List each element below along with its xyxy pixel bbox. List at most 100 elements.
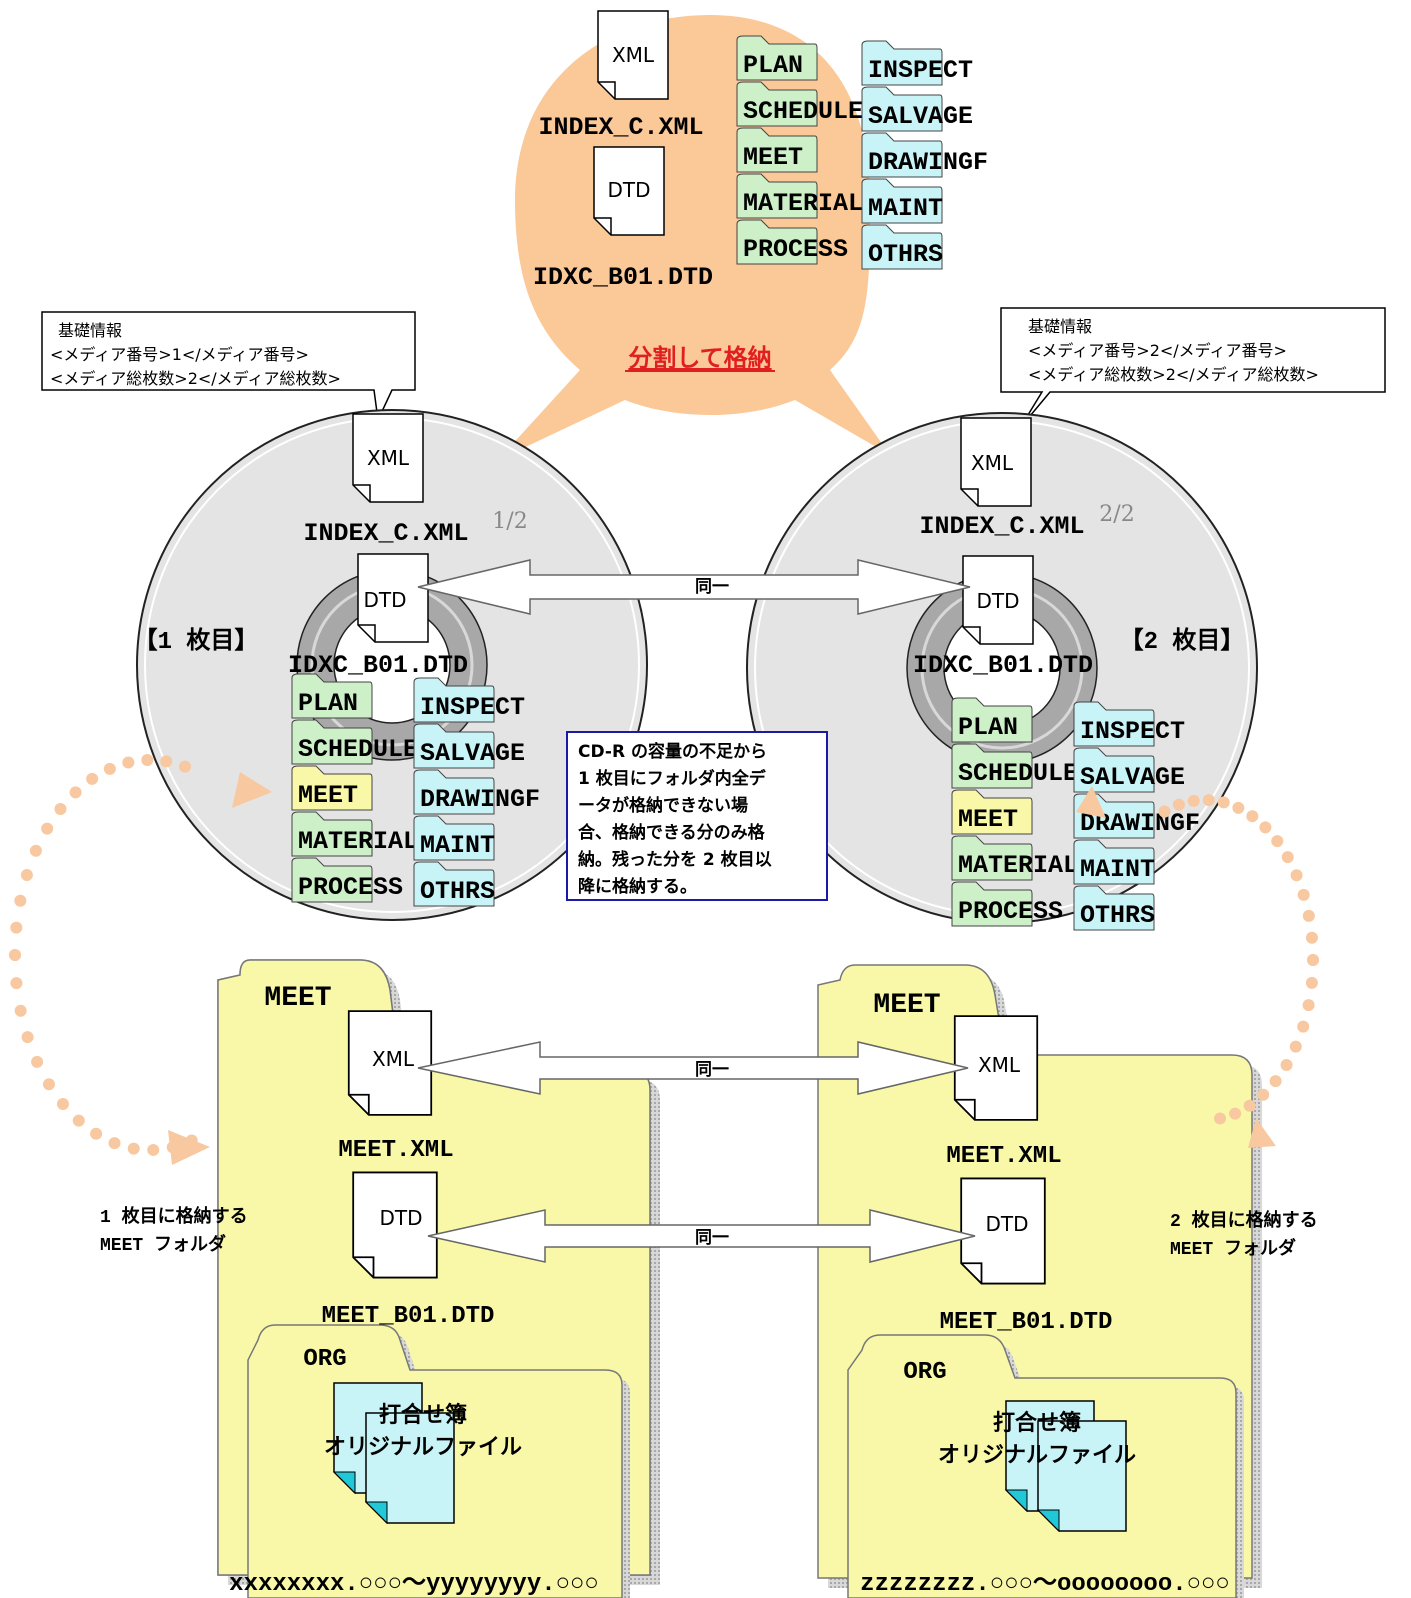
- disc2-left-folder-label-meet: MEET: [958, 805, 1018, 834]
- connector-dot: [69, 786, 82, 799]
- connector-dot: [1280, 1058, 1293, 1071]
- connector-dot: [122, 756, 135, 769]
- top-left-folder-label-material: MATERIAL: [743, 189, 863, 218]
- connector-dot: [160, 755, 173, 768]
- meet2-side-line2: MEET フォルダ: [1170, 1237, 1296, 1260]
- callout1-line1: 基礎情報: [58, 321, 122, 340]
- disc2-left-folder-label-plan: PLAN: [958, 713, 1018, 742]
- disc2-label: 【2 枚目】: [1120, 626, 1245, 656]
- meet1-doc-icon-front: [365, 1412, 455, 1524]
- connector-dot: [108, 1137, 121, 1150]
- disc2-right-folder-label-inspect: INSPECT: [1080, 717, 1185, 746]
- top-xml-icon-label: XML: [612, 43, 655, 67]
- disc2-fraction: 2/2: [1099, 502, 1134, 527]
- connector-dot: [14, 894, 27, 907]
- disc1-left-folder-label-schedule: SCHEDULE: [298, 735, 418, 764]
- connector-dot: [1202, 794, 1215, 807]
- disc1-dtd-filename: IDXC_B01.DTD: [288, 651, 468, 680]
- connector-dot: [1214, 1112, 1227, 1125]
- meet2-doc-line2: オリジナルファイル: [938, 1444, 1136, 1469]
- dots-right-arrowhead-top: [1076, 786, 1106, 818]
- meet2-xml-filename: MEET.XML: [946, 1143, 1061, 1170]
- disc1-right-folder-label-othrs: OTHRS: [420, 877, 495, 906]
- connector-dot: [1297, 1020, 1310, 1033]
- disc2-xml-icon-label: XML: [971, 451, 1014, 475]
- connector-dot: [1217, 796, 1230, 809]
- dots-right-arrowhead-bottom: [1248, 1118, 1276, 1148]
- note-line: ータが格納できない場: [578, 796, 748, 816]
- connector-dot: [1271, 835, 1284, 848]
- connector-dot: [29, 844, 42, 857]
- meet2-title: MEET: [873, 990, 940, 1021]
- meet1-title: MEET: [264, 983, 331, 1014]
- meet2-doc-icon-front: [1037, 1420, 1127, 1532]
- connector-dot: [1302, 909, 1315, 922]
- meet2-side-line1: 2 枚目に格納する: [1170, 1209, 1318, 1232]
- disc1-left-folder-label-plan: PLAN: [298, 689, 358, 718]
- meet2-doc-line1: 打合せ簿: [993, 1410, 1081, 1437]
- connector-dot: [1302, 999, 1315, 1012]
- top-right-folder-label-othrs: OTHRS: [868, 240, 943, 269]
- disc1-folder-stack: PLANSCHEDULEMEETMATERIALPROCESSINSPECTSA…: [291, 673, 540, 907]
- disc2-left-folder-label-material: MATERIAL: [958, 851, 1078, 880]
- connector-dot: [1290, 869, 1303, 882]
- note-line: 納。残った分を 2 枚目以: [578, 850, 772, 870]
- connector-dot: [1281, 851, 1294, 864]
- disc1-right-folder-label-maint: MAINT: [420, 831, 495, 860]
- top-dtd-icon-label: DTD: [607, 178, 650, 202]
- meet1-range: xxxxxxxx.○○○～yyyyyyyy.○○○: [229, 1571, 599, 1598]
- connector-dot: [54, 803, 67, 816]
- disc1-right-folder-label-inspect: INSPECT: [420, 693, 525, 722]
- connector-dot: [41, 822, 54, 835]
- meet1-doc-line1: 打合せ簿: [379, 1402, 467, 1429]
- disc1-label: 【1 枚目】: [134, 626, 259, 656]
- meet1-side-line2: MEET フォルダ: [100, 1233, 226, 1256]
- connector-dot: [1259, 821, 1272, 834]
- meet1-org: ORG: [303, 1346, 346, 1373]
- callout-disc1: 基礎情報 <メディア番号>1</メディア番号> <メディア総枚数>2</メディア…: [41, 311, 416, 423]
- top-folder-stack: PLANSCHEDULEMEETMATERIALPROCESSINSPECTSA…: [736, 35, 988, 270]
- callout2-line1: 基礎情報: [1028, 317, 1092, 336]
- meet2-xml-icon-label: XML: [978, 1053, 1021, 1077]
- connector-dot: [1229, 1107, 1242, 1120]
- connector-dot: [147, 1143, 160, 1156]
- same-label-dtd: 同一: [695, 577, 729, 598]
- connector-dot: [178, 760, 191, 773]
- connector-dot: [90, 1127, 103, 1140]
- disc1-dtd-icon-label: DTD: [363, 588, 406, 612]
- connector-dot: [20, 868, 33, 881]
- meet1-dtd-icon-label: DTD: [379, 1206, 422, 1230]
- connector-dot: [72, 1114, 85, 1127]
- connector-dot: [1305, 976, 1318, 989]
- disc2-dtd-filename: IDXC_B01.DTD: [913, 651, 1093, 680]
- note-line: 降に格納する。: [578, 877, 697, 897]
- meet1-xml-icon-label: XML: [372, 1047, 415, 1071]
- connector-dot: [9, 949, 21, 961]
- disc1-right-folder-label-salvage: SALVAGE: [420, 739, 525, 768]
- disc1-left-folder-label-material: MATERIAL: [298, 827, 418, 856]
- note-line: 合、格納できる分のみ格: [578, 823, 765, 843]
- top-right-folder-label-inspect: INSPECT: [868, 56, 973, 85]
- same-arrow-meet-dtd: 同一: [427, 1209, 976, 1263]
- same-label-xml: 同一: [695, 1060, 729, 1081]
- meet1-dtd-filename: MEET_B01.DTD: [322, 1303, 495, 1330]
- callout2-line3: <メディア総枚数>2</メディア総枚数>: [1028, 365, 1319, 384]
- same-arrow-xml: 同一: [417, 1041, 969, 1095]
- connector-dot: [56, 1098, 69, 1111]
- disc2: [746, 412, 1258, 924]
- disc1-xml-icon-label: XML: [367, 446, 410, 470]
- dots-left-arrowhead-bottom: [168, 1130, 210, 1165]
- disc1-left-folder-label-meet: MEET: [298, 781, 358, 810]
- top-xml-filename: INDEX_C.XML: [538, 113, 703, 142]
- note-line: 1 枚目にフォルダ内全デ: [578, 769, 766, 789]
- connector-dot: [1257, 1088, 1270, 1101]
- dots-left-arrowhead-top: [232, 772, 272, 808]
- connector-dot: [10, 921, 23, 934]
- connector-dot: [1187, 794, 1200, 807]
- meet1-xml-filename: MEET.XML: [338, 1137, 453, 1164]
- connector-dot: [1307, 954, 1319, 966]
- disc2-left-folder-label-process: PROCESS: [958, 897, 1063, 926]
- callout1-line3: <メディア総枚数>2</メディア総枚数>: [50, 369, 341, 388]
- top-left-folder-label-meet: MEET: [743, 143, 803, 172]
